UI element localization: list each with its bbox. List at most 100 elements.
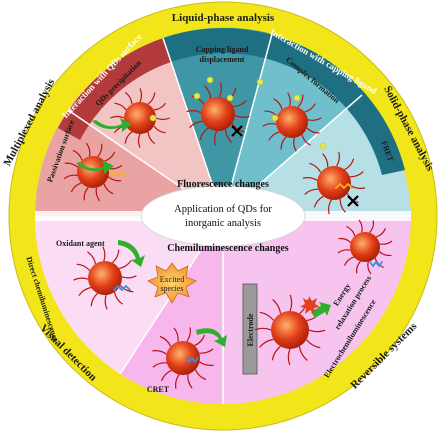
ligand-chain <box>83 186 89 201</box>
ligand-chain <box>153 125 166 134</box>
ligand-chain <box>293 137 297 152</box>
ligand-chain <box>124 131 133 144</box>
ligand-chain <box>194 334 206 347</box>
ligand-chain <box>224 129 233 143</box>
ligand-chain <box>111 249 120 264</box>
ligand-chain <box>203 85 212 99</box>
ligand-chain <box>306 127 320 134</box>
ligand-chain <box>118 260 132 270</box>
ligand-chain <box>90 292 99 307</box>
ligand-chain <box>280 136 287 150</box>
ligand-chain <box>110 115 125 119</box>
passivation-sector <box>35 110 223 216</box>
direct-cl-sector <box>34 216 224 374</box>
ligand-chain <box>191 95 205 105</box>
ligand-chain <box>379 240 393 245</box>
quantum-dot <box>302 151 366 215</box>
label-fluorescence-changes: Fluorescence changes <box>177 179 269 190</box>
quantum-dot <box>262 92 322 152</box>
green-arrows <box>76 118 331 347</box>
ligand-chain <box>378 251 392 257</box>
ligand-chain <box>231 123 245 133</box>
ligand-chain <box>339 198 346 213</box>
quench-crosses <box>231 125 359 207</box>
qd-core <box>166 341 200 375</box>
ligand-chain <box>199 361 214 366</box>
ligand-chain <box>309 162 322 173</box>
ligand-chain <box>76 263 91 272</box>
ligand-chain <box>336 151 340 167</box>
ligand-chain <box>73 277 89 281</box>
ligand-chain <box>254 327 272 331</box>
ligand-chain <box>259 311 275 321</box>
ligand-chain <box>159 335 172 347</box>
qd-core <box>88 261 122 295</box>
ligand-chain <box>375 228 387 238</box>
label-chemiluminescence-changes: Chemiluminescence changes <box>167 243 288 254</box>
emission-waves <box>109 170 383 364</box>
quantum-dot <box>186 82 250 146</box>
ligand-chain <box>175 374 180 389</box>
label-oxidant-agent: Oxidant agent <box>56 239 105 248</box>
ligand-chain <box>272 299 282 314</box>
label-ligand-displacement-2: displacement <box>200 55 245 64</box>
ligand-chain <box>114 102 127 111</box>
ligand-chain <box>95 187 101 202</box>
ligand-chain <box>259 338 274 348</box>
ligand-chain <box>349 171 364 178</box>
ligand-chain <box>343 256 355 266</box>
quantum-dot <box>337 219 393 275</box>
qd-core <box>350 232 380 262</box>
ligand-chain <box>72 149 83 161</box>
ligand-chain <box>155 117 170 121</box>
label-ligand-displacement-1: Capping ligand <box>196 45 249 54</box>
label-cret: CRET <box>147 385 170 394</box>
quantum-dot <box>152 327 214 389</box>
green-arrow-oxidant <box>118 240 145 267</box>
ligand-chain <box>304 103 316 113</box>
ligand-chain <box>307 117 322 121</box>
ligand-chain <box>147 131 156 145</box>
ligand-chain <box>107 176 122 182</box>
label-liquid-phase: Liquid-phase analysis <box>172 12 275 24</box>
label-electrode: Electrode <box>246 313 255 346</box>
ligand-chain <box>369 220 375 234</box>
ligand-chain <box>70 182 82 193</box>
qd-core <box>201 97 235 131</box>
ligand-chain <box>273 98 283 110</box>
green-arrow-ecl <box>311 302 331 318</box>
green-arrow-passivation <box>76 160 114 174</box>
ligand-chain <box>87 251 97 265</box>
ligand-chain <box>234 114 250 118</box>
ligand-chain <box>194 369 207 381</box>
ligand-chain <box>358 219 363 233</box>
ligand-chain <box>189 120 203 129</box>
ligand-chain <box>289 294 293 312</box>
ligand-chain <box>233 99 247 108</box>
ligand-chain <box>152 350 167 355</box>
ligand-chain <box>119 284 134 293</box>
ligand-chain <box>271 345 281 361</box>
ligand-chain <box>186 327 191 342</box>
ligand-chain <box>104 294 108 310</box>
ligand-chain <box>305 339 321 349</box>
ligand-chain <box>337 249 351 254</box>
qd-core <box>317 166 351 200</box>
ligand-chain <box>338 237 352 243</box>
ligand-chain <box>262 123 277 127</box>
ligand-chain <box>301 134 311 146</box>
ligand-chain <box>302 177 318 181</box>
ligand-chain <box>346 225 356 237</box>
ligand-chain <box>104 151 116 162</box>
ligand-chain <box>78 286 92 296</box>
ligand-chain <box>199 127 209 141</box>
ligand-chain <box>113 291 123 305</box>
quantum-dot <box>254 294 326 366</box>
ligand-chain <box>137 133 141 148</box>
quantum-dot <box>73 246 137 310</box>
center-ellipse <box>140 185 306 247</box>
ligand-chain <box>85 142 91 157</box>
ligand-chain <box>97 143 103 158</box>
green-arrow-cret <box>196 328 227 347</box>
capping-header-arc <box>163 28 405 176</box>
